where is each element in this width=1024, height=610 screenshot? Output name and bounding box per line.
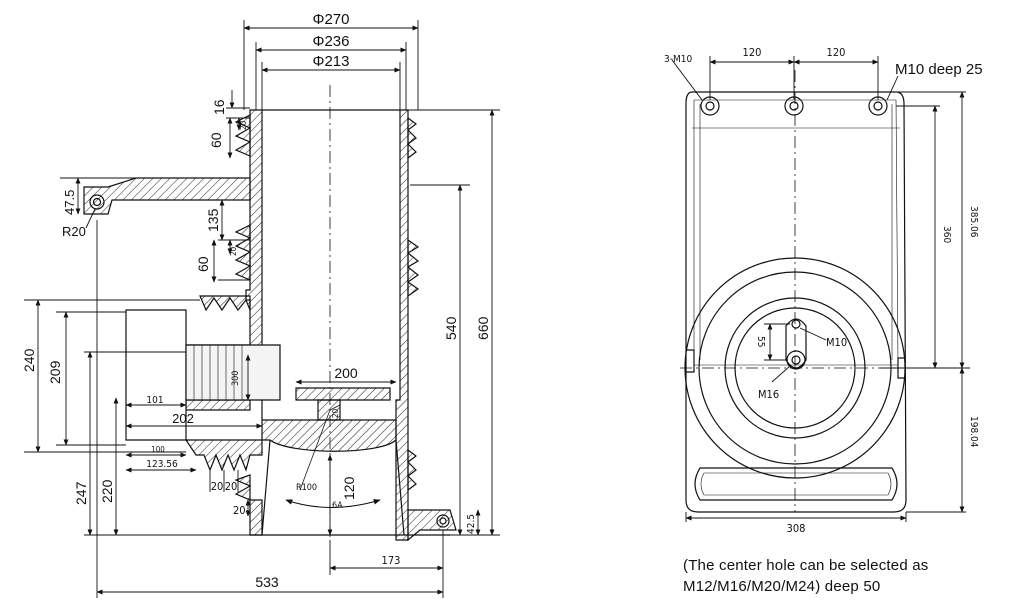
dim-20-low: 20 [233,504,246,517]
dim-220: 220 [99,479,115,503]
dim-phi213: Φ213 [313,53,350,70]
dim-60-top: 60 [208,132,224,148]
dim-209: 209 [47,360,63,384]
dim-20-b: 20 [225,480,238,493]
dim-240: 240 [21,348,37,372]
dim-47-5: 47.5 [62,190,77,215]
dim-120: 120 [341,476,357,500]
section-dimension-labels: Φ270 Φ236 Φ213 16 60 20 47.5 R20 135 20 … [21,11,491,590]
dim-20-mid: 20 [229,246,238,256]
dim-202: 202 [172,411,194,426]
dim-phi270: Φ270 [313,11,350,28]
dim-55: 55 [755,336,766,347]
dim-42-5: 42.5 [466,514,477,534]
dim-308: 308 [787,522,806,535]
dim-123-56: 123.56 [146,459,178,470]
dim-m10: M10 [826,336,847,349]
dim-300: 300 [231,371,241,386]
dim-200: 200 [334,365,358,381]
front-dimension-labels: 3-M10 120 120 M10 deep 25 385.06 360 55 … [664,46,983,535]
note-line-2: M12/M16/M20/M24) deep 50 [683,578,881,595]
dim-540: 540 [443,316,459,340]
dim-3-m10: 3-M10 [664,54,692,65]
dim-20-small: 20 [331,408,340,418]
dim-101: 101 [146,395,163,406]
note-line-1: (The center hole can be selected as [683,557,929,574]
dim-120-b: 120 [827,46,846,59]
dim-135: 135 [205,208,221,232]
dim-360: 360 [941,226,952,243]
dim-r100: R100 [296,483,317,493]
dim-20-a: 20 [211,480,224,493]
dim-247: 247 [73,481,89,505]
front-view [671,56,970,522]
dim-120-a: 120 [743,46,762,59]
dim-16: 16 [211,99,227,115]
dim-385-06: 385.06 [968,206,979,238]
dim-phi236: Φ236 [313,33,350,50]
dim-r20: R20 [62,224,86,239]
dim-173: 173 [382,554,401,567]
section-view [24,20,500,598]
dim-m16: M16 [758,388,779,401]
dim-533: 533 [255,574,279,590]
dim-100: 100 [151,445,165,454]
dim-20-top: 20 [239,120,248,130]
dim-m10-deep-25: M10 deep 25 [895,61,983,78]
dim-60-mid: 60 [195,256,211,272]
dim-660: 660 [475,316,491,340]
dim-6a: 6A [332,501,343,511]
dim-198-04: 198.04 [968,416,979,448]
